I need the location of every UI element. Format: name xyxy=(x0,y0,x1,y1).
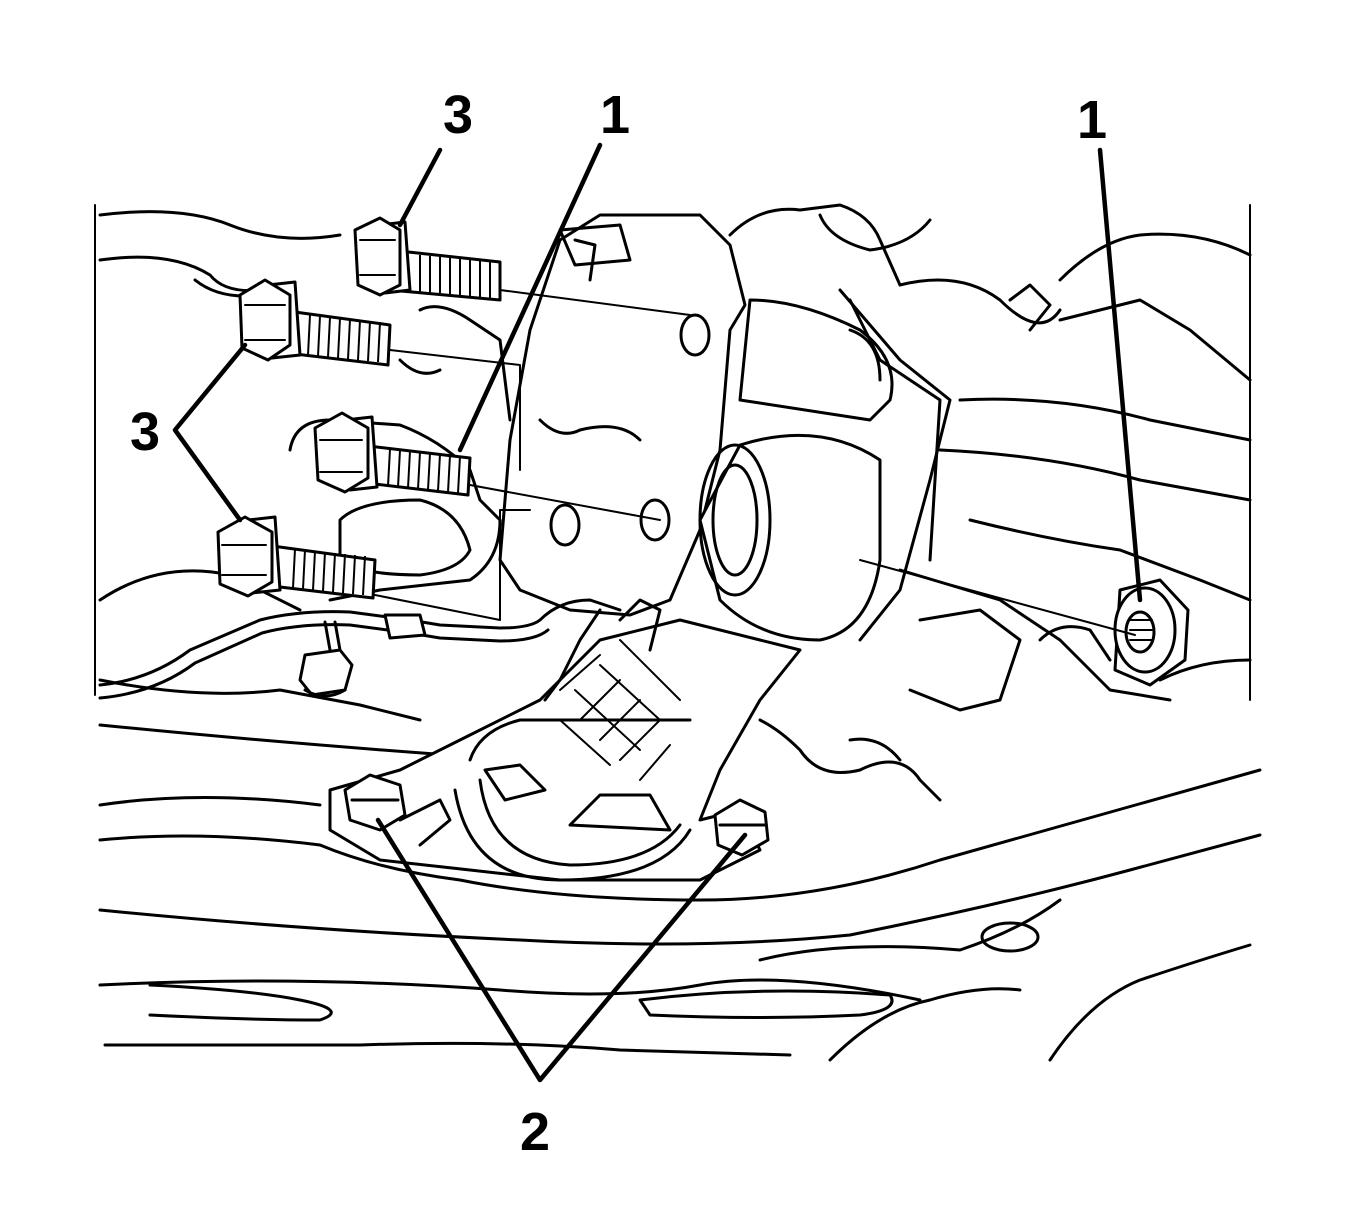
bolt-3-top xyxy=(353,216,502,302)
subframe-lines xyxy=(94,204,1262,1062)
bolt-1-middle xyxy=(313,411,472,497)
brake-line xyxy=(98,598,622,700)
nut-1-right xyxy=(1113,578,1190,687)
bolt-3-lower-left xyxy=(216,515,377,600)
alignment-lines xyxy=(374,289,1136,636)
callout-1-top: 1 xyxy=(600,85,631,145)
bolt-3-upper-left xyxy=(238,278,392,367)
nut-2-left xyxy=(343,773,407,832)
mount-bushing xyxy=(698,288,952,642)
nut-2-right xyxy=(713,798,770,857)
callout-1-right: 1 xyxy=(1077,90,1108,150)
stud-nut-lower-left xyxy=(298,620,354,698)
lower-mount xyxy=(328,598,942,882)
callout-2-bottom: 2 xyxy=(520,1102,551,1162)
callout-3-top: 3 xyxy=(443,85,474,145)
callout-3-left: 3 xyxy=(130,402,161,462)
leader-lines xyxy=(172,142,1143,1083)
